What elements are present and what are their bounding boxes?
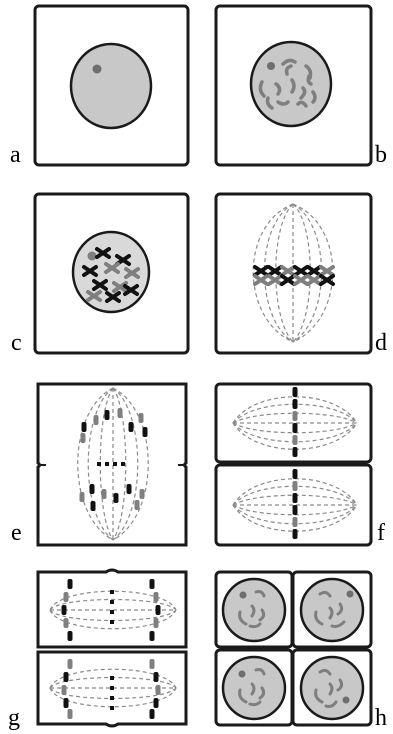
panel-e [36, 382, 188, 547]
panel-b [214, 4, 373, 167]
panel-label-c: c [11, 330, 22, 356]
chromatin-threads-b [258, 58, 317, 110]
panel-g [36, 568, 188, 728]
nucleus-a [69, 42, 153, 130]
residual-plate-e [97, 462, 125, 466]
nucleolus-b [267, 62, 275, 70]
nucleus-h-tl [221, 577, 287, 643]
panel-label-g: g [8, 705, 20, 731]
panel-c [33, 192, 190, 355]
nucleus-h-bl [221, 655, 287, 721]
nucleus-h-br [299, 655, 365, 721]
plate-g-bottom [110, 676, 114, 710]
panel-label-d: d [375, 330, 387, 356]
cell-g-top [36, 568, 188, 649]
cell-e [36, 382, 188, 547]
nucleolus-a [92, 64, 102, 74]
panel-d [214, 192, 373, 355]
panel-label-e: e [11, 520, 22, 546]
panel-a [33, 4, 190, 167]
nucleus-h-tr [299, 577, 365, 643]
spindle-e [77, 387, 149, 541]
panel-label-a: a [10, 142, 21, 168]
panel-f [214, 382, 373, 547]
panel-h [214, 570, 373, 727]
nucleolus-c [87, 251, 97, 261]
panel-label-h: h [375, 705, 387, 731]
plate-g-top [110, 590, 114, 624]
panel-label-f: f [377, 520, 385, 546]
panel-label-b: b [375, 142, 387, 168]
